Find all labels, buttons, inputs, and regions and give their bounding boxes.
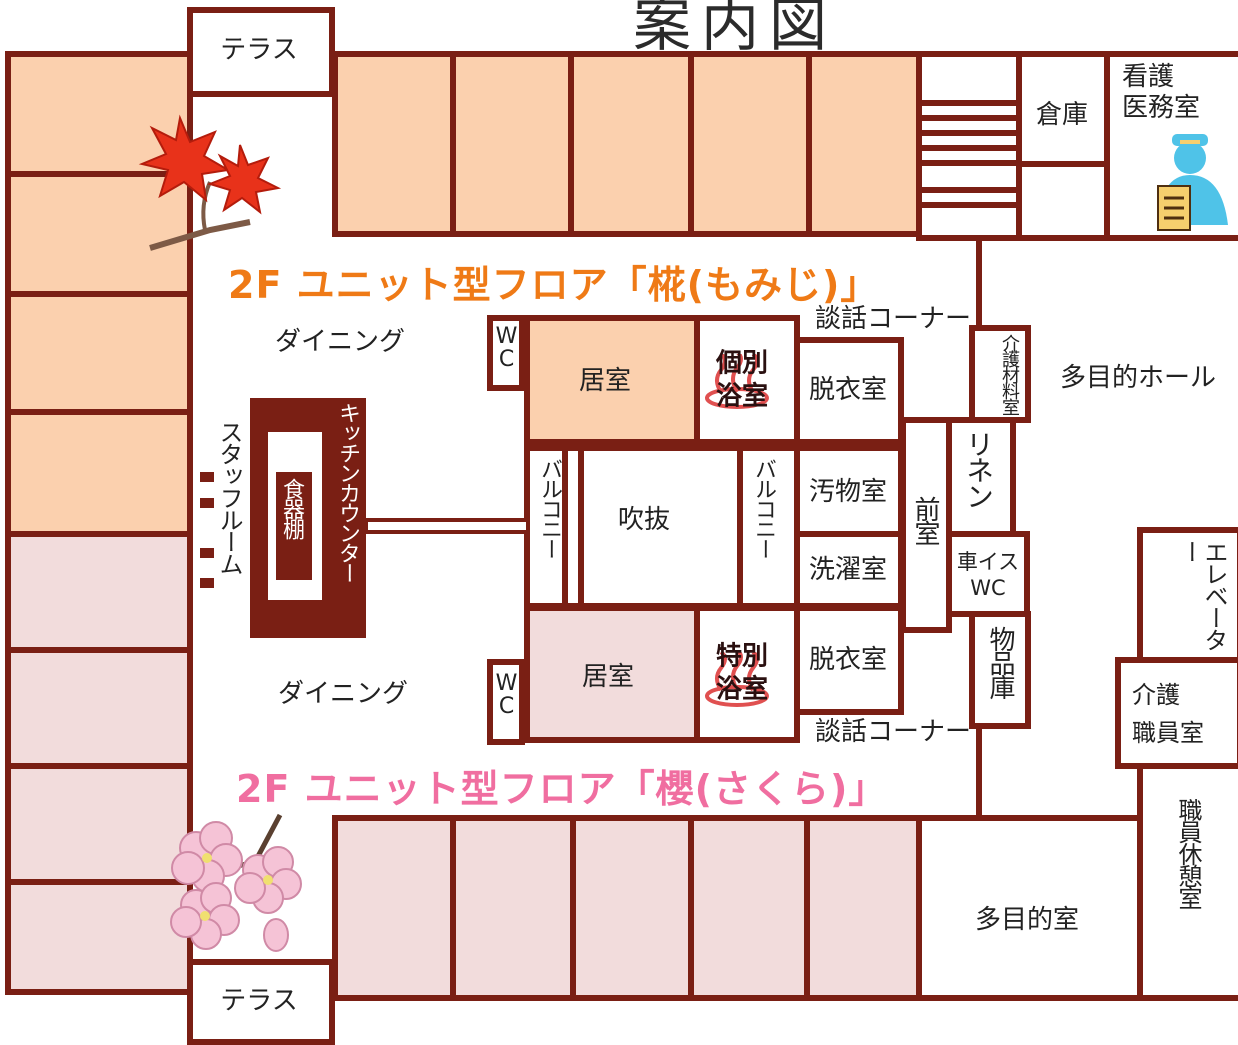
wheelchair-wc-label: 車イス WC xyxy=(956,549,1020,600)
staff-room-label: スタッフルーム xyxy=(215,420,243,574)
living-top-label: 居室 xyxy=(578,366,632,396)
dressing-top-label: 脱衣室 xyxy=(808,375,888,405)
sakura-blossom-icon xyxy=(170,813,302,952)
laundry-room-label: 洗濯室 xyxy=(808,555,888,585)
care-material-room-label: 介護材料室 xyxy=(999,334,1020,414)
staff-break-room-label: 職員休憩室 xyxy=(1174,798,1202,908)
hot-spring-icon xyxy=(705,354,769,409)
room-left-6 xyxy=(5,647,193,769)
lounge-top-label: 談話コーナー xyxy=(814,304,972,334)
sakura-floor-banner: 2F ユニット型フロア「櫻(さくら)」 xyxy=(236,767,888,811)
atrium-label: 吹抜 xyxy=(617,505,671,535)
multipurpose-room-label: 多目的室 xyxy=(974,905,1080,935)
wc-top-label: WC xyxy=(494,324,519,370)
maple-leaf-icon xyxy=(138,114,282,251)
kitchen-counter-label: キッチンカウンター xyxy=(335,402,360,582)
dining-bottom-label: ダイニング xyxy=(277,679,409,709)
room-left-4 xyxy=(5,409,193,537)
hot-spring-icon xyxy=(705,652,769,707)
care-staff-room-label: 介護 職員室 xyxy=(1132,681,1204,748)
terrace-bottom-label: テラス xyxy=(220,986,298,1016)
linen-label: リネン xyxy=(962,430,995,508)
balcony-right-label: バルコニー xyxy=(751,458,776,558)
nurse-icon xyxy=(1157,134,1228,231)
multipurpose-hall-label: 多目的ホール xyxy=(1059,363,1217,393)
dressing-bottom-label: 脱衣室 xyxy=(808,645,888,675)
terrace-top-label: テラス xyxy=(220,35,298,65)
soiled-room-label: 汚物室 xyxy=(808,477,888,507)
room-left-7 xyxy=(5,763,193,885)
lounge-bottom-label: 談話コーナー xyxy=(814,717,972,747)
anteroom-label: 前室 xyxy=(910,496,940,544)
living-bottom-label: 居室 xyxy=(581,662,635,692)
momiji-floor-banner: 2F ユニット型フロア「椛(もみじ)」 xyxy=(228,263,880,307)
dish-shelf-label: 食器棚 xyxy=(279,478,304,538)
nurse-office-label: 看護 医務室 xyxy=(1122,62,1201,124)
elevator-label: エレベーター xyxy=(1176,540,1228,650)
wc-bottom-label: WC xyxy=(494,671,519,717)
room-left-3 xyxy=(5,291,193,415)
page-title: 案内図 xyxy=(633,0,838,59)
balcony-left-label: バルコニー xyxy=(537,458,562,558)
room-left-5 xyxy=(5,531,193,653)
private-bath-label: 個別 浴室 xyxy=(715,348,769,412)
room-left-8 xyxy=(5,879,193,995)
warehouse-label: 倉庫 xyxy=(1035,100,1089,130)
storage-label: 物品庫 xyxy=(985,626,1015,698)
special-bath-label: 特別 浴室 xyxy=(715,641,769,705)
dining-top-label: ダイニング xyxy=(274,327,406,357)
